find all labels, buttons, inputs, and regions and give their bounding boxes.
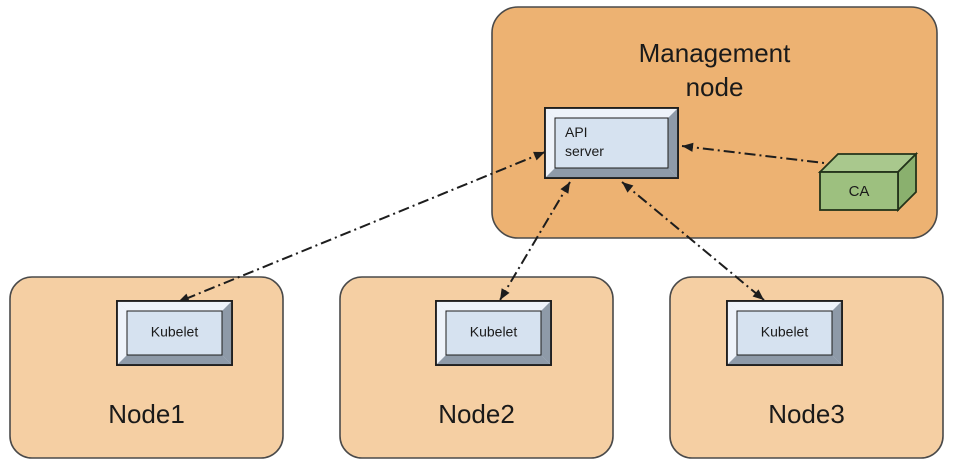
component-kubelet-node3-label: Kubelet: [761, 324, 809, 340]
component-kubelet-node2-outline: [435, 300, 552, 366]
component-ca-label: CA: [849, 183, 870, 200]
zone-node3-label: Node3: [768, 399, 845, 429]
arrowhead-icon: [752, 289, 764, 300]
connector-api-to-kubelet-node2: [499, 181, 571, 301]
component-kubelet-node3[interactable]: Kubelet: [726, 300, 843, 366]
arrowhead-icon: [178, 293, 190, 303]
component-kubelet-node2-bevel-right: [541, 301, 551, 365]
connector-api-to-kubelet-node1-line: [177, 151, 546, 303]
component-kubelet-node3-face: [736, 310, 833, 356]
component-api-server-bevel-left: [545, 108, 555, 178]
component-kubelet-node2-bevel-bottom: [436, 355, 551, 365]
component-kubelet-node1-outline: [116, 300, 233, 366]
component-kubelet-node2[interactable]: Kubelet: [435, 300, 552, 366]
component-kubelet-node1-bevel-top: [117, 301, 232, 311]
component-kubelet-node2-face: [445, 310, 542, 356]
arrowhead-icon: [682, 142, 694, 152]
component-kubelet-node1-bevel-bottom: [117, 355, 232, 365]
zone-management-node-label: Management: [639, 38, 792, 68]
component-api-server-bevel-bottom: [545, 168, 678, 178]
component-kubelet-node1[interactable]: Kubelet: [116, 300, 233, 366]
component-api-server[interactable]: API server: [544, 107, 679, 179]
arrowhead-icon: [533, 151, 545, 161]
component-kubelet-node1-bevel-right: [222, 301, 232, 365]
component-kubelet-node1-face: [126, 310, 223, 356]
component-ca[interactable]: CA: [817, 151, 919, 213]
ca-layer: CA: [817, 151, 919, 213]
component-kubelet-node3-bevel-left: [727, 301, 737, 365]
component-kubelet-node2-bevel-left: [436, 301, 446, 365]
component-kubelet-node3-bevel-bottom: [727, 355, 842, 365]
component-kubelet-node3-bevel-top: [727, 301, 842, 311]
component-kubelet-node3-bevel-right: [832, 301, 842, 365]
zone-node2-label: Node2: [438, 399, 515, 429]
component-kubelet-node3-outline: [726, 300, 843, 366]
component-api-server-label: API: [565, 124, 588, 140]
arrowhead-icon: [622, 182, 634, 193]
zone-node1-label: Node1: [108, 399, 185, 429]
component-api-server-bevel-right: [668, 108, 678, 178]
component-api-server-bevel-top: [545, 108, 678, 118]
arrowhead-icon: [500, 288, 510, 300]
connector-api-to-kubelet-node2-line: [499, 181, 571, 301]
component-api-server-outline: [544, 107, 679, 179]
zone-management-node-label: node: [686, 72, 744, 102]
connector-api-to-kubelet-node3: [621, 181, 765, 301]
component-api-server-face: [554, 117, 669, 169]
connector-api-to-kubelet-node1: [177, 151, 546, 303]
component-ca-front-face: [819, 171, 899, 211]
component-kubelet-node1-bevel-left: [117, 301, 127, 365]
component-kubelet-node2-label: Kubelet: [470, 324, 518, 340]
arrowhead-icon: [560, 182, 570, 194]
connector-api-to-kubelet-node3-line: [621, 181, 765, 301]
component-kubelet-node2-bevel-top: [436, 301, 551, 311]
component-api-server-label: server: [565, 143, 604, 159]
component-kubelet-node1-label: Kubelet: [151, 324, 199, 340]
